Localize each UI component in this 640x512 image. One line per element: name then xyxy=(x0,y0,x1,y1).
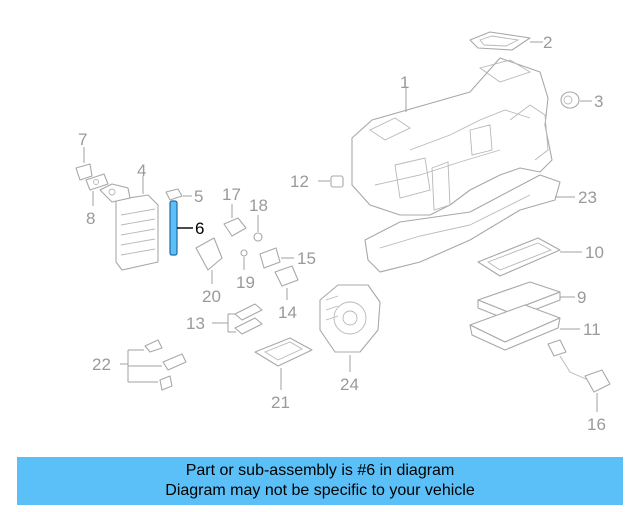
part-11-filter-cover xyxy=(469,304,561,351)
part-label-20[interactable]: 20 xyxy=(202,287,221,306)
parts-diagram: 1 2 3 4 5 6 7 8 9 10 11 12 13 14 15 16 1… xyxy=(75,31,611,434)
part-label-5[interactable]: 5 xyxy=(194,187,203,206)
part-label-14[interactable]: 14 xyxy=(278,303,297,322)
part-label-22[interactable]: 22 xyxy=(92,355,111,374)
part-1-hvac-housing xyxy=(351,57,553,216)
part-5-clip xyxy=(165,188,183,201)
part-3-grommet xyxy=(560,91,580,109)
leader-line-22 xyxy=(120,349,162,383)
part-12-sensor xyxy=(330,175,344,188)
part-13-clips xyxy=(234,303,263,335)
part-label-7[interactable]: 7 xyxy=(78,130,87,149)
part-15-actuator xyxy=(259,247,281,269)
part-label-6[interactable]: 6 xyxy=(195,219,204,238)
part-label-16[interactable]: 16 xyxy=(587,415,606,434)
part-16-harness xyxy=(547,339,611,393)
part-label-8[interactable]: 8 xyxy=(86,209,95,228)
part-7-bracket xyxy=(75,163,93,181)
part-4-heater-core xyxy=(99,183,159,271)
part-label-18[interactable]: 18 xyxy=(249,196,268,215)
leader-line-13 xyxy=(212,313,236,333)
part-label-9[interactable]: 9 xyxy=(577,288,586,307)
part-label-24[interactable]: 24 xyxy=(340,375,359,394)
caption-banner: Part or sub-assembly is #6 in diagram Di… xyxy=(17,457,623,505)
part-8-plate xyxy=(85,173,109,191)
part-label-3[interactable]: 3 xyxy=(594,92,603,111)
part-label-13[interactable]: 13 xyxy=(186,314,205,333)
caption-line-2: Diagram may not be specific to your vehi… xyxy=(165,482,475,499)
part-2-gasket xyxy=(469,31,531,51)
part-24-blower-motor xyxy=(319,284,381,353)
part-14-door xyxy=(274,265,299,287)
caption-line-1: Part or sub-assembly is #6 in diagram xyxy=(185,462,455,479)
part-23-air-guide xyxy=(364,174,561,273)
part-label-23[interactable]: 23 xyxy=(578,188,597,207)
part-label-4[interactable]: 4 xyxy=(137,161,146,180)
part-label-17[interactable]: 17 xyxy=(222,185,241,204)
part-22-connectors xyxy=(144,339,187,391)
part-21-panel xyxy=(254,337,313,367)
part-19-screw xyxy=(240,249,248,257)
part-6-highlight xyxy=(169,200,178,256)
part-label-2[interactable]: 2 xyxy=(543,33,552,52)
part-label-21[interactable]: 21 xyxy=(271,393,290,412)
part-17-resistor xyxy=(223,217,247,237)
part-label-15[interactable]: 15 xyxy=(297,249,316,268)
part-10-filter-frame xyxy=(477,237,561,277)
part-label-10[interactable]: 10 xyxy=(585,243,604,262)
part-label-19[interactable]: 19 xyxy=(236,273,255,292)
part-18-screw xyxy=(253,232,263,242)
part-label-1[interactable]: 1 xyxy=(400,73,409,92)
part-label-12[interactable]: 12 xyxy=(290,172,309,191)
part-label-11[interactable]: 11 xyxy=(583,320,601,339)
part-20-duct xyxy=(195,237,223,271)
part-6-seal-strip xyxy=(169,200,178,256)
